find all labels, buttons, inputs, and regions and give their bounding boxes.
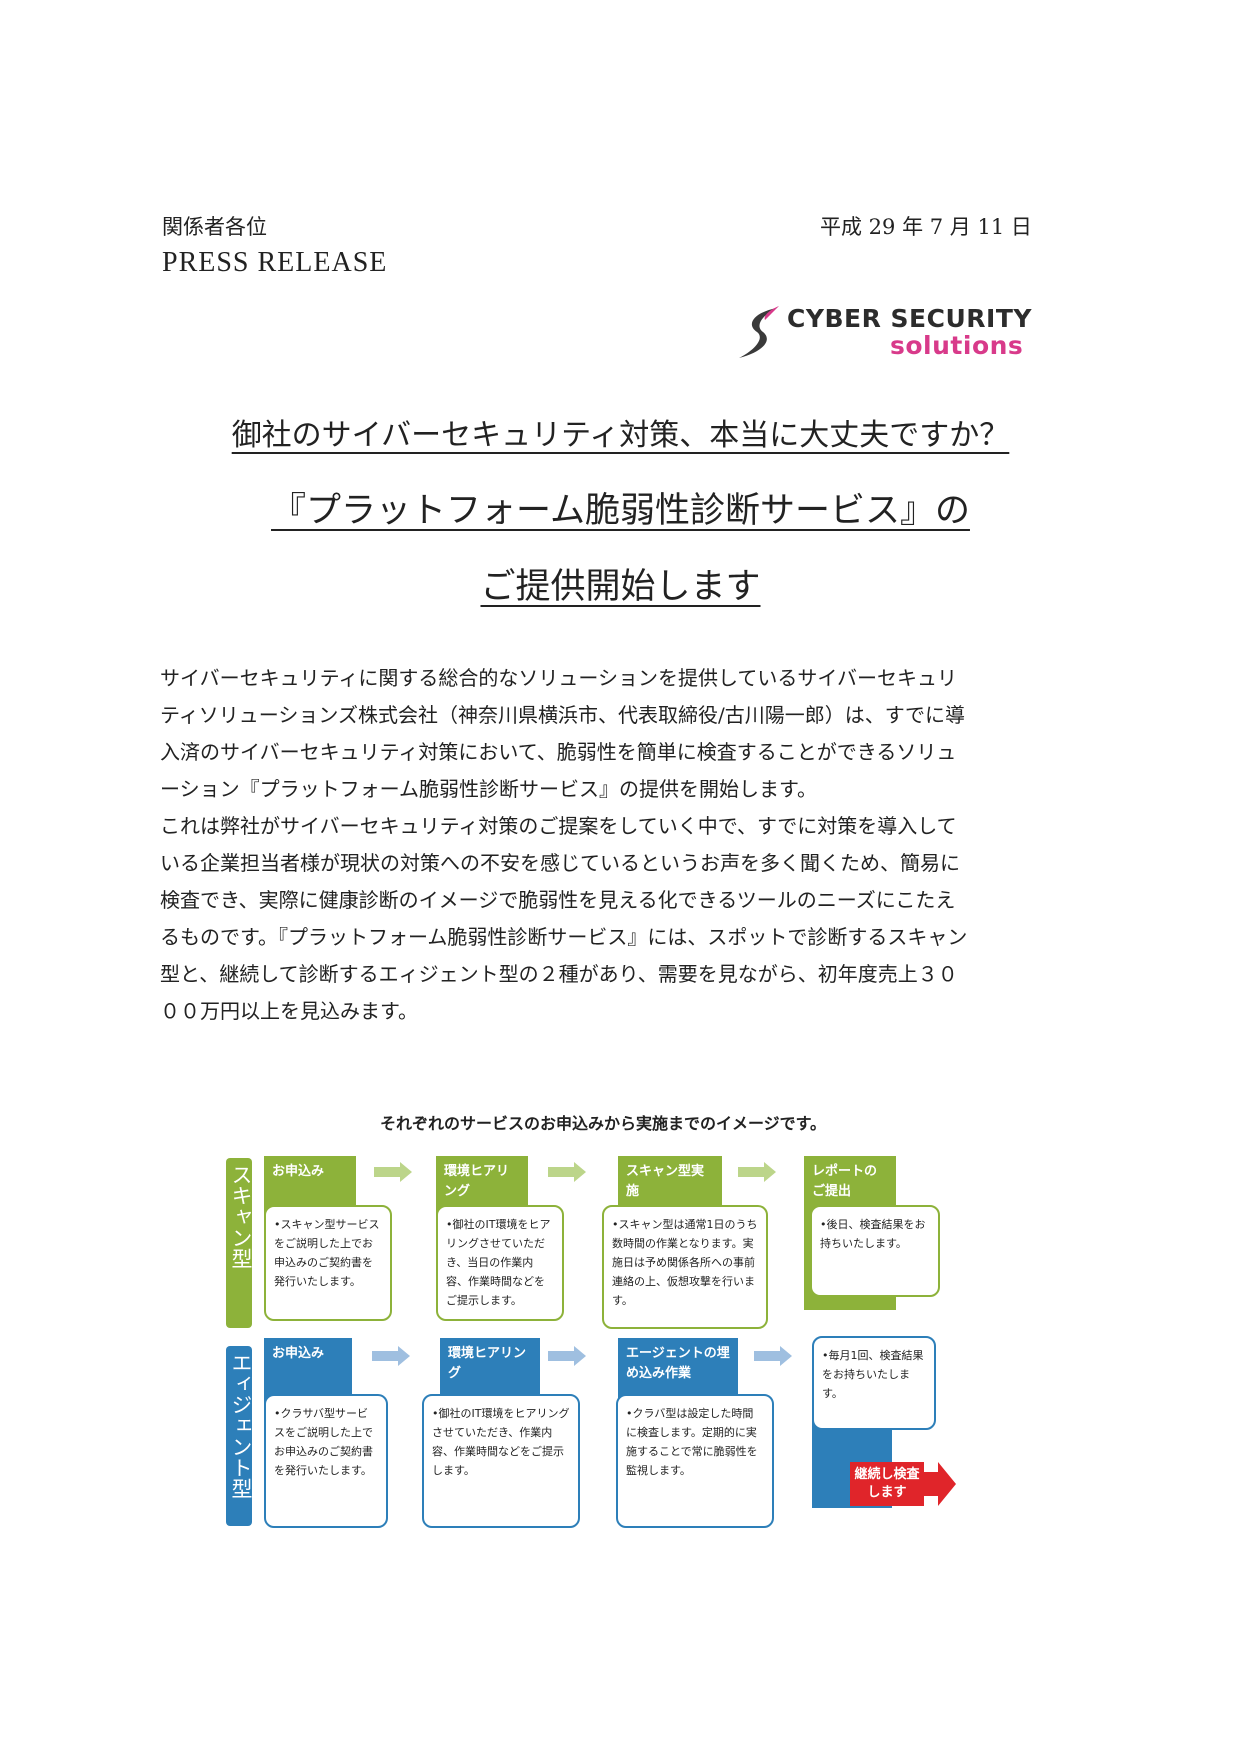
body-line: これは弊社がサイバーセキュリティ対策のご提案をしていく中で、すでに対策を導入して (160, 814, 957, 838)
press-release-label: PRESS RELEASE (162, 247, 388, 278)
scan-type-label-text: スキャン型 (229, 1164, 253, 1269)
scan-step-report-desc: •後日、検査結果をお持ちいたします。 (810, 1205, 940, 1297)
body-line: サイバーセキュリティに関する総合的なソリューションを提供しているサイバーセキュリ (160, 666, 957, 690)
body-line: ティソリューションズ株式会社（神奈川県横浜市、代表取締役/古川陽一郎）は、すでに… (160, 703, 965, 727)
body-line: 型と、継続して診断するエィジェント型の２種があり、需要を見ながら、初年度売上３０ (160, 962, 958, 986)
agent-step-embed-desc: •クラバ型は設定した時間に検査します。定期的に実施することで常に脆弱性を監視しま… (616, 1394, 774, 1528)
arrow-right-icon (922, 1462, 956, 1506)
arrow-right-icon (372, 1346, 410, 1366)
body-line: ００万円以上を見込みます。 (160, 999, 418, 1023)
agent-step-hearing-desc: •御社のIT環境をヒアリングさせていただき、作業内容、作業時間などをご提示します… (422, 1394, 580, 1528)
diagram-caption: それぞれのサービスのお申込みから実施までのイメージです。 (379, 1114, 827, 1133)
body-line: ーション『プラットフォーム脆弱性診断サービス』の提供を開始します。 (160, 777, 817, 801)
agent-type-label: エィジェント型 (226, 1346, 253, 1526)
scan-step-execute-desc: •スキャン型は通常1日のうち数時間の作業となります。実施日は予め関係各所への事前… (602, 1205, 768, 1329)
logo-text-line1: CYBER SECURITY (787, 304, 1032, 333)
arrow-right-icon (738, 1162, 776, 1182)
logo-text-line2: solutions (890, 331, 1024, 360)
agent-type-label-text: エィジェント型 (229, 1352, 253, 1499)
agent-step-apply-desc: •クラサバ型サービスをご説明した上でお申込みのご契約書を発行いたします。 (264, 1394, 388, 1528)
body-text: サイバーセキュリティに関する総合的なソリューションを提供しているサイバーセキュリ… (160, 660, 1060, 1030)
body-line: いる企業担当者様が現状の対策への不安を感じているというお声を多く聞くため、簡易に (160, 851, 960, 875)
main-headline-line1: 『プラットフォーム脆弱性診断サービス』の (271, 491, 970, 531)
agent-step-report-desc: •毎月1回、検査結果をお持ちいたします。 (812, 1336, 936, 1430)
arrow-right-icon (548, 1162, 586, 1182)
body-line: 入済のサイバーセキュリティ対策において、脆弱性を簡単に検査することができるソリュ (160, 740, 957, 764)
continuous-inspection-text: 継続し検査します (854, 1467, 920, 1500)
arrow-right-icon (548, 1346, 586, 1366)
scan-step-hearing-desc: •御社のIT環境をヒアリングさせていただき、当日の作業内容、作業時間などをご提示… (436, 1205, 564, 1321)
arrow-right-icon (374, 1162, 412, 1182)
body-line: るものです。『プラットフォーム脆弱性診断サービス』には、スポットで診断するスキャ… (160, 925, 968, 949)
main-headline-line2: ご提供開始します (480, 567, 761, 607)
sub-headline: 御社のサイバーセキュリティ対策、本当に大丈夫ですか？ (231, 418, 1010, 453)
company-logo: CYBER SECURITY solutions (735, 302, 1040, 364)
scan-type-label: スキャン型 (226, 1158, 253, 1328)
body-line: 検査でき、実際に健康診断のイメージで脆弱性を見える化できるツールのニーズにこたえ (160, 888, 956, 912)
release-date: 平成 29 年 7 月 11 日 (820, 215, 1032, 239)
service-flow-diagram: それぞれのサービスのお申込みから実施までのイメージです。 スキャン型 お申込み … (218, 1110, 988, 1530)
arrow-right-icon (754, 1346, 792, 1366)
scan-step-apply-desc: •スキャン型サービスをご説明した上でお申込みのご契約書を発行いたします。 (264, 1205, 392, 1321)
continuous-inspection-badge: 継続し検査します (850, 1462, 924, 1506)
recipient-line: 関係者各位 (162, 215, 267, 239)
swoosh-logo-icon (739, 306, 779, 358)
